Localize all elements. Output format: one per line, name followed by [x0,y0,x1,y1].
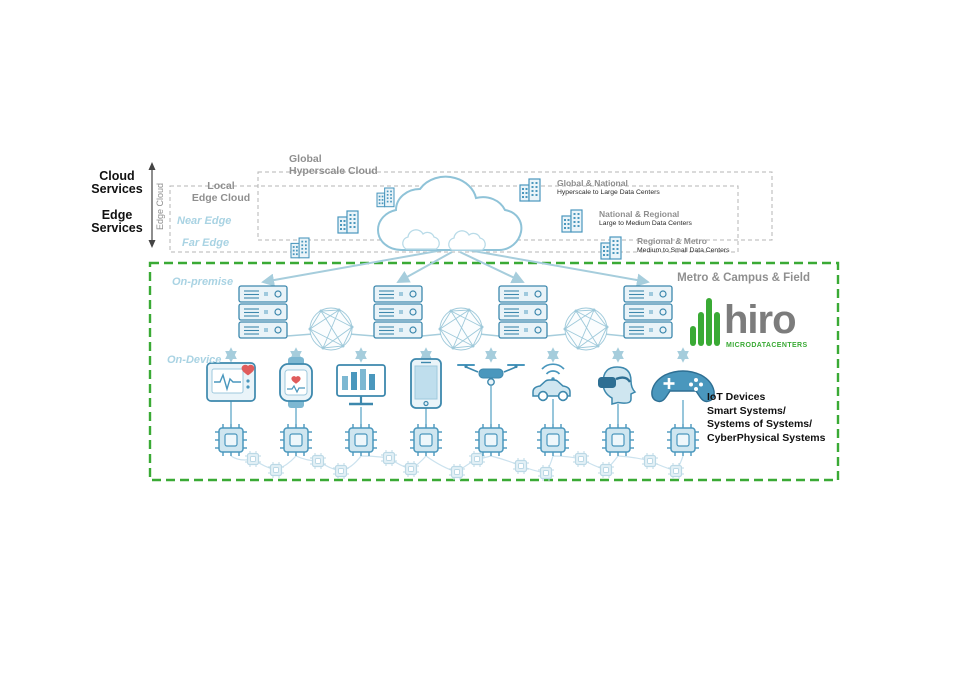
global-hyperscale-cloud-label: Global Hyperscale Cloud [289,153,378,177]
datacenter-building-icon [376,187,395,208]
hiro-wordmark: hiro [724,298,797,342]
tier-global-national: Global & National Hyperscale to Large Da… [557,178,660,197]
tier-subtitle: Medium to Small Data Centers [637,246,730,254]
server-rack-icon [238,285,288,339]
tier-title: Regional & Metro [637,236,707,246]
connected-car-icon [532,363,571,424]
medical-monitor-icon [206,362,256,424]
iot-caption-line2: Smart Systems/ [707,404,786,417]
server-rack-icon [373,285,423,339]
datacenter-building-icon [337,210,359,234]
vr-headset-icon [598,366,637,424]
tier-national-regional: National & Regional Large to Medium Data… [599,209,692,228]
global-label-line2: Hyperscale Cloud [289,164,378,177]
smartwatch-icon [279,357,313,424]
tier-title: National & Regional [599,209,680,219]
drone-icon [457,364,525,424]
iot-caption-line4: CyberPhysical Systems [707,431,826,444]
tier-regional-metro: Regional & Metro Medium to Small Data Ce… [637,236,730,255]
local-label-line2: Edge Cloud [191,191,251,204]
network-mesh-icon [438,307,484,351]
cloud-icon [376,175,523,251]
far-edge-label: Far Edge [182,237,230,249]
edge-cloud-axis-label: Edge Cloud [155,182,165,230]
on-device-label: On-Device [167,354,222,366]
cloud-services-line1: Cloud [99,169,135,183]
tier-subtitle: Large to Medium Data Centers [599,219,692,227]
global-cloud-boundary [257,171,773,241]
cloud-edge-axis [148,162,156,248]
tier-title: Global & National [557,178,628,188]
global-label-line1: Global [289,153,322,165]
iot-caption-line1: IoT Devices [707,391,766,403]
server-mesh-links [286,333,625,337]
network-mesh-icon [308,307,354,351]
metro-campus-field-label: Metro & Campus & Field [677,272,810,284]
hiro-logo-mark [690,298,720,346]
edge-services-label: Edge Services [88,209,146,235]
local-edge-cloud-label: Local Edge Cloud [190,180,252,204]
game-controller-icon [651,370,715,424]
iot-chip-icon [214,423,700,457]
cloud-services-line2: Services [91,182,143,196]
iot-caption: IoT Devices Smart Systems/ Systems of Sy… [707,391,825,445]
hiro-tagline: MICRODATACENTERS [726,342,808,349]
datacenter-building-icon [290,237,310,259]
iot-caption-line3: Systems of Systems/ [707,418,813,430]
cloud-services-label: Cloud Services [88,170,146,196]
datacenter-building-icon [561,209,583,233]
cloud-to-server-arrows [261,249,650,287]
desktop-computer-icon [336,364,386,424]
server-rack-icon [498,285,548,339]
edge-services-line2: Services [91,221,143,235]
smartphone-icon [410,358,442,424]
local-label-line1: Local [207,180,235,192]
server-rack-icon [623,285,673,339]
near-edge-label: Near Edge [177,215,232,227]
tier-subtitle: Hyperscale to Large Data Centers [557,188,660,196]
network-mesh-icon [563,307,609,351]
field-region-boundary [148,261,840,482]
on-premise-label: On-premise [172,276,234,288]
edge-services-line1: Edge [101,208,133,222]
datacenter-building-icon [519,178,541,202]
